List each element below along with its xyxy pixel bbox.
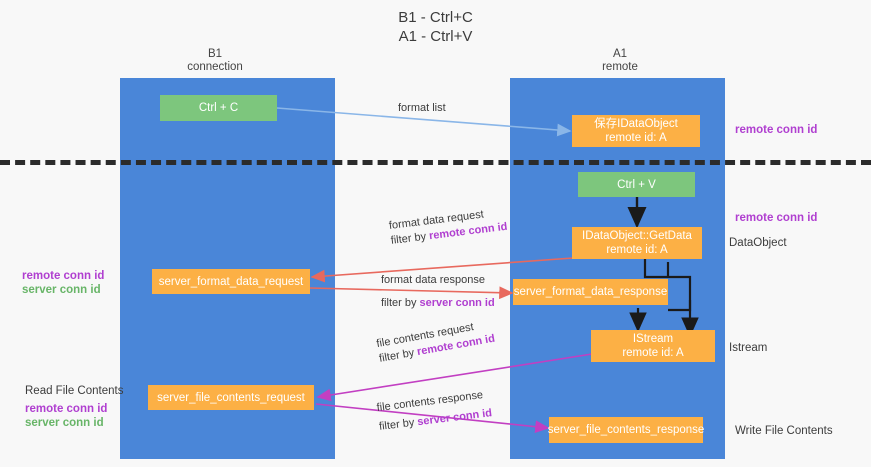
node-istream-line2: remote id: A — [622, 347, 684, 359]
node-server-format-data-response[interactable]: server_format_data_response — [513, 279, 668, 305]
edge-label-format-list: format list — [398, 101, 446, 116]
node-ctrl-v-label: Ctrl + V — [617, 178, 656, 191]
annotation-left-remote-conn-id-mid: remote conn id — [22, 270, 105, 282]
node-server-file-contents-request[interactable]: server_file_contents_request — [148, 385, 314, 410]
node-ctrl-c-label: Ctrl + C — [198, 102, 239, 114]
node-getdata-line2: remote id: A — [606, 244, 668, 256]
annotation-write-file-contents: Write File Contents — [735, 425, 833, 437]
annotation-data-object: DataObject — [729, 237, 787, 249]
annotation-remote-conn-id-top: remote conn id — [735, 124, 818, 136]
edge-format-data-response-line2: filter by server conn id — [381, 296, 495, 311]
node-server-format-data-request-label: server_format_data_request — [158, 275, 304, 288]
node-save-idataobject[interactable]: 保存IDataObject remote id: A — [572, 115, 700, 147]
node-server-format-data-response-label: server_format_data_response — [513, 286, 668, 298]
annotation-remote-conn-id-mid: remote conn id — [735, 212, 818, 224]
edge-format-data-response-highlight: server conn id — [419, 297, 495, 309]
edge-format-data-response-line1: format data response — [381, 274, 485, 286]
node-istream-line1: IStream — [632, 333, 674, 345]
column-a1-role: remote — [602, 61, 638, 73]
node-server-file-contents-response-label: server_file_contents_response — [547, 424, 705, 436]
annotation-left-server-conn-id-mid: server conn id — [22, 284, 101, 296]
node-save-idataobject-line2: remote id: A — [605, 132, 667, 144]
title-line-1: B1 - Ctrl+C — [398, 9, 473, 26]
node-ctrl-c[interactable]: Ctrl + C — [160, 95, 277, 121]
column-b1-name: B1 — [207, 48, 223, 60]
column-header-a1: A1 remote — [510, 48, 730, 74]
title-line-2: A1 - Ctrl+V — [398, 28, 473, 45]
annotation-left-remote-conn-id-bottom: remote conn id — [25, 403, 108, 415]
node-server-file-contents-request-label: server_file_contents_request — [157, 391, 305, 404]
edge-file-contents-response-prefix: filter by — [378, 416, 419, 433]
column-a1-name: A1 — [612, 48, 628, 60]
node-getdata-line1: IDataObject::GetData — [582, 230, 692, 242]
edge-label-format-data-request: format data request filter by remote con… — [388, 205, 508, 249]
edge-label-file-contents-response: file contents response filter by server … — [376, 387, 493, 435]
node-ctrl-v[interactable]: Ctrl + V — [578, 172, 695, 197]
annotation-istream: Istream — [729, 342, 768, 354]
page-title: B1 - Ctrl+C A1 - Ctrl+V — [0, 8, 871, 46]
section-divider — [0, 160, 871, 165]
node-idataobject-getdata[interactable]: IDataObject::GetData remote id: A — [572, 227, 702, 259]
node-server-file-contents-response[interactable]: server_file_contents_response — [547, 417, 705, 443]
column-b1-role: connection — [187, 61, 243, 73]
edge-label-file-contents-request: file contents request filter by remote c… — [375, 317, 496, 367]
edge-file-contents-response-highlight: server conn id — [416, 407, 493, 429]
edge-label-format-list-text: format list — [398, 102, 446, 114]
node-save-idataobject-line1: 保存IDataObject — [594, 118, 678, 130]
edge-format-data-response-prefix: filter by — [381, 297, 420, 309]
node-istream[interactable]: IStream remote id: A — [591, 330, 715, 362]
node-server-format-data-request[interactable]: server_format_data_request — [152, 269, 310, 294]
edge-label-format-data-response: format data response filter by server co… — [381, 273, 495, 311]
annotation-read-file-contents: Read File Contents — [25, 385, 124, 397]
annotation-left-server-conn-id-bottom: server conn id — [25, 417, 104, 429]
column-header-b1: B1 connection — [105, 48, 325, 74]
edge-format-data-request-prefix: filter by — [390, 230, 430, 247]
